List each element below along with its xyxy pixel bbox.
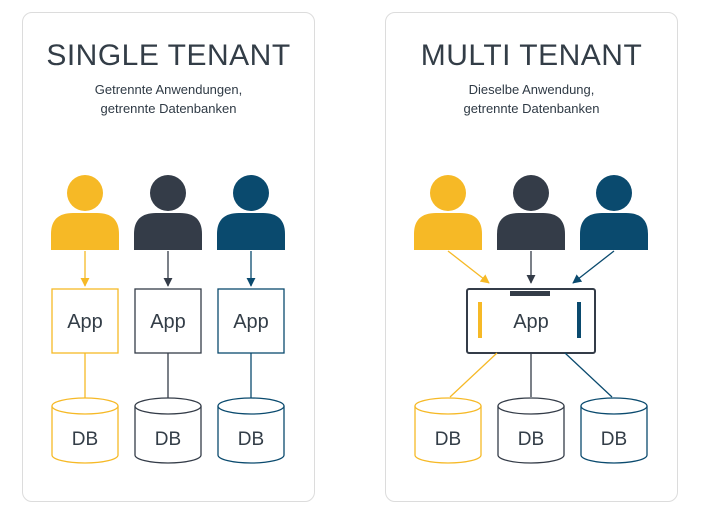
multi-db-2-icon-top: [497, 397, 565, 415]
single-user-1-icon: [51, 175, 119, 250]
multi-user-1-icon-head: [430, 175, 466, 211]
multi-user-2-icon-body: [497, 213, 565, 250]
multi-user-1-icon: [414, 175, 482, 250]
single-tenant-subtitle: Getrennte Anwendungen, getrennte Datenba…: [23, 80, 314, 118]
multi-tenant-subtitle-line1: Dieselbe Anwendung,: [468, 82, 595, 97]
single-user-3-icon-head: [233, 175, 269, 211]
single-db-2-icon-cylinder: [134, 406, 202, 464]
multi-user-3-icon-head: [596, 175, 632, 211]
multi-db-1-icon: DB: [414, 397, 482, 464]
single-db-3-icon-cylinder: [217, 406, 285, 464]
multi-db-2-icon: DB: [497, 397, 565, 464]
single-user-2-icon-head: [150, 175, 186, 211]
single-tenant-subtitle-line1: Getrennte Anwendungen,: [94, 82, 243, 97]
multi-db-2-icon-cylinder: [497, 406, 565, 464]
single-tenant-title: SINGLE TENANT: [46, 39, 291, 72]
single-db-3-icon-top: [217, 397, 285, 415]
multi-user-3-icon-body: [580, 213, 648, 250]
single-app-label-1: App: [67, 311, 103, 333]
single-user-2-icon-body: [134, 213, 202, 250]
multi-db-3-icon-cylinder: [580, 406, 648, 464]
multi-tenant-subtitle-line2: getrennte Datenbanken: [463, 101, 600, 116]
multi-app-label: App: [513, 311, 549, 333]
multi-connector-1: [449, 352, 498, 398]
single-db-1-icon-cylinder: [51, 406, 119, 464]
single-db-1-icon-top: [51, 397, 119, 415]
single-app-box-2: [134, 288, 202, 354]
single-user-1-icon-head: [67, 175, 103, 211]
multi-user-3-icon: [580, 175, 648, 250]
single-app-label-2: App: [150, 311, 186, 333]
multi-db-1-icon-top: [414, 397, 482, 415]
single-user-3-icon-body: [217, 213, 285, 250]
multi-user-1-icon-body: [414, 213, 482, 250]
multi-db-2-icon-label: DB: [518, 429, 544, 450]
multi-db-3-icon-top: [580, 397, 648, 415]
single-db-2-icon-label: DB: [155, 429, 181, 450]
multi-app-left-bar: [478, 302, 482, 338]
multi-db-3-icon-label: DB: [601, 429, 627, 450]
single-app-box-1: [51, 288, 119, 354]
multi-tenant-subtitle: Dieselbe Anwendung, getrennte Datenbanke…: [386, 80, 677, 118]
multi-tenant-title: MULTI TENANT: [420, 39, 643, 72]
multi-user-2-icon-head: [513, 175, 549, 211]
single-app-label-3: App: [233, 311, 269, 333]
single-db-3-icon-label: DB: [238, 429, 264, 450]
multi-app-top-bar: [510, 291, 550, 296]
multi-connector-3: [564, 352, 613, 398]
single-db-1-icon: DB: [51, 397, 119, 464]
multi-arrow-3: [572, 250, 615, 284]
single-db-2-icon-top: [134, 397, 202, 415]
single-user-2-icon: [134, 175, 202, 250]
multi-db-3-icon: DB: [580, 397, 648, 464]
multi-db-1-icon-label: DB: [435, 429, 461, 450]
single-db-1-icon-label: DB: [72, 429, 98, 450]
single-db-3-icon: DB: [217, 397, 285, 464]
multi-arrow-1: [447, 250, 490, 284]
multi-user-2-icon: [497, 175, 565, 250]
single-user-3-icon: [217, 175, 285, 250]
single-tenant-subtitle-line2: getrennte Datenbanken: [100, 101, 237, 116]
single-db-2-icon: DB: [134, 397, 202, 464]
single-user-1-icon-body: [51, 213, 119, 250]
multi-app-right-bar: [577, 302, 581, 338]
multi-db-1-icon-cylinder: [414, 406, 482, 464]
